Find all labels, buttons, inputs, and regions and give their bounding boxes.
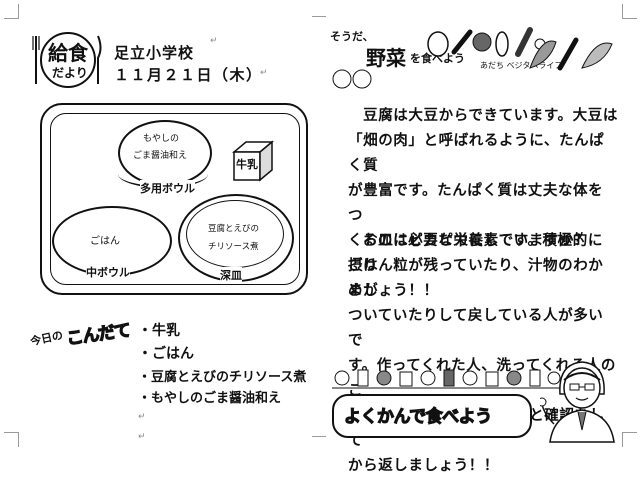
food-text: チリソース煮 xyxy=(208,242,259,252)
crop-mark xyxy=(622,432,637,447)
teacher-character-icon xyxy=(540,361,615,443)
banner-small-text: そうだ、 xyxy=(330,30,374,43)
food-text: 豆腐とえびの xyxy=(208,224,260,234)
school-name: 足立小学校 xyxy=(114,44,195,62)
milk-carton-icon xyxy=(232,140,274,182)
milk-label: 牛乳 xyxy=(236,158,258,171)
plate-cutlery-icon xyxy=(32,32,102,88)
leafy-greens-icon xyxy=(529,37,613,71)
dish-label: 深皿 xyxy=(220,267,242,283)
article-paragraph-1: 豆腐は大豆からできています。大豆は 「畑の肉」と呼ばれるように、たんぱく質 が豊… xyxy=(348,104,618,304)
paragraph-mark: ↵ xyxy=(138,432,146,442)
food-parade-icon xyxy=(332,369,562,389)
article-line: ついていたりして戻している人が多いで xyxy=(348,308,604,349)
newsletter-logo: 給食 だより xyxy=(32,26,104,94)
issue-date: １１月２１日（木） xyxy=(114,66,263,84)
article-line: お皿はピカピカにしていますか？ xyxy=(348,233,590,249)
vegetables-icon xyxy=(427,27,546,57)
food-text: もやしの xyxy=(143,134,180,144)
article-line: ごはん粒が残っていたり、汁物のわかめが xyxy=(348,258,604,299)
center-mark xyxy=(312,4,326,17)
crop-mark xyxy=(4,4,19,19)
banner-title-suffix: を食べよう xyxy=(410,52,465,65)
dish-label: 中ボウル xyxy=(86,264,130,280)
lunch-tray-inner xyxy=(50,113,300,285)
carrot-characters-icon xyxy=(332,69,372,89)
banner-subtitle: あだち ベジタベライフ xyxy=(480,61,563,70)
deep-plate-inner xyxy=(186,200,284,268)
center-mark xyxy=(312,436,326,449)
article-line: 豆腐は大豆からできています。大豆は xyxy=(348,108,618,124)
article-line: くるのに必要な栄養素です。積極的に摂り xyxy=(348,233,603,274)
slogan-box xyxy=(332,394,532,438)
paragraph-mark: ↵ xyxy=(260,68,268,78)
paragraph-mark: ↵ xyxy=(138,412,146,422)
food-text: ごま醤油和え xyxy=(133,151,188,161)
article-line: 「畑の肉」と呼ばれるように、たんぱく質 xyxy=(348,133,605,174)
food-text: ごはん xyxy=(90,236,120,247)
logo-subtitle: だより xyxy=(52,66,88,80)
dish-label: 多用ボウル xyxy=(140,180,195,196)
menu-item-tofu-chili: ・豆腐とえびのチリソース煮 xyxy=(138,370,307,385)
crop-mark xyxy=(622,4,637,19)
banner-title: 野菜 xyxy=(366,46,406,70)
lunch-tray xyxy=(40,103,308,295)
kondate-prefix: 今日の xyxy=(29,328,65,349)
article-line: が豊富です。たんぱく質は丈夫な体をつ xyxy=(348,183,604,224)
article-line: ましょう！！ xyxy=(348,283,439,299)
article-line: から返しましょう！！ xyxy=(348,458,499,474)
paragraph-mark: ↵ xyxy=(210,36,218,46)
kondate-title: こんだて xyxy=(65,320,132,350)
menu-item-rice: ・ごはん xyxy=(138,346,194,362)
logo-title: 給食 xyxy=(48,41,88,65)
slogan-text: よくかんで食べよう xyxy=(343,406,492,427)
vegetable-banner: そうだ、 野菜 を食べよう あだち ベジタベライフ xyxy=(330,24,613,94)
menu-item-moyashi: ・もやしのごま醤油和え xyxy=(138,391,282,406)
crop-mark xyxy=(4,432,19,447)
menu-item-milk: ・牛乳 xyxy=(138,323,180,339)
